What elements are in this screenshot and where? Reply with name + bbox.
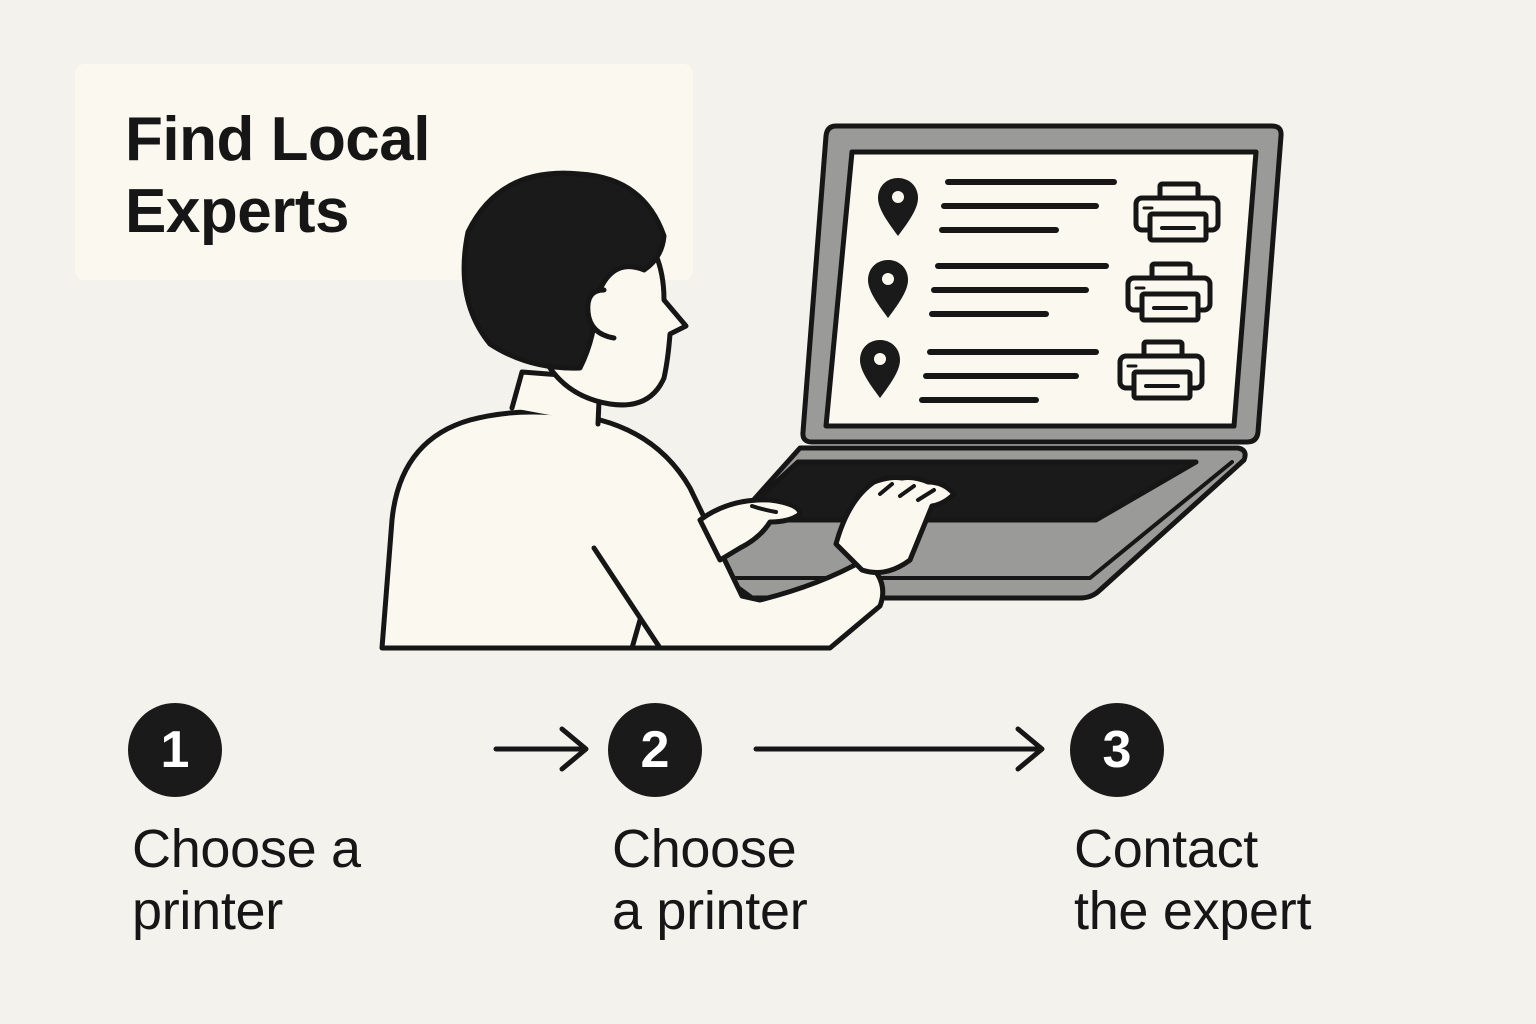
screen-listing-2 (868, 260, 1213, 323)
step-arrows (493, 726, 1045, 772)
screen-listing-3 (860, 339, 1205, 403)
printer-icon (1117, 339, 1205, 401)
step-1-badge: 1 (128, 703, 222, 797)
location-pin-icon (868, 260, 908, 318)
printer-icon (1125, 261, 1213, 323)
location-pin-icon (878, 178, 918, 236)
left-hand (697, 497, 803, 563)
diagram-title: Find Local Experts (125, 105, 431, 246)
person (379, 170, 957, 651)
title-card: Find Local Experts (75, 64, 693, 280)
arrow-right-icon (753, 726, 1045, 772)
step-3-label: Contact the expert (1074, 819, 1312, 941)
printer-icon (1133, 181, 1221, 243)
illustration-person-laptop (379, 123, 1284, 651)
right-hand (833, 475, 957, 575)
ear (585, 287, 617, 341)
screen-listing-1 (878, 178, 1221, 243)
location-pin-icon (860, 340, 900, 398)
hair (461, 170, 667, 371)
step-1-label: Choose a printer (132, 819, 361, 941)
step-3-badge: 3 (1070, 703, 1164, 797)
step-2-label: Choose a printer (612, 819, 808, 941)
arrow-right-icon (493, 726, 589, 772)
step-2-badge: 2 (608, 703, 702, 797)
